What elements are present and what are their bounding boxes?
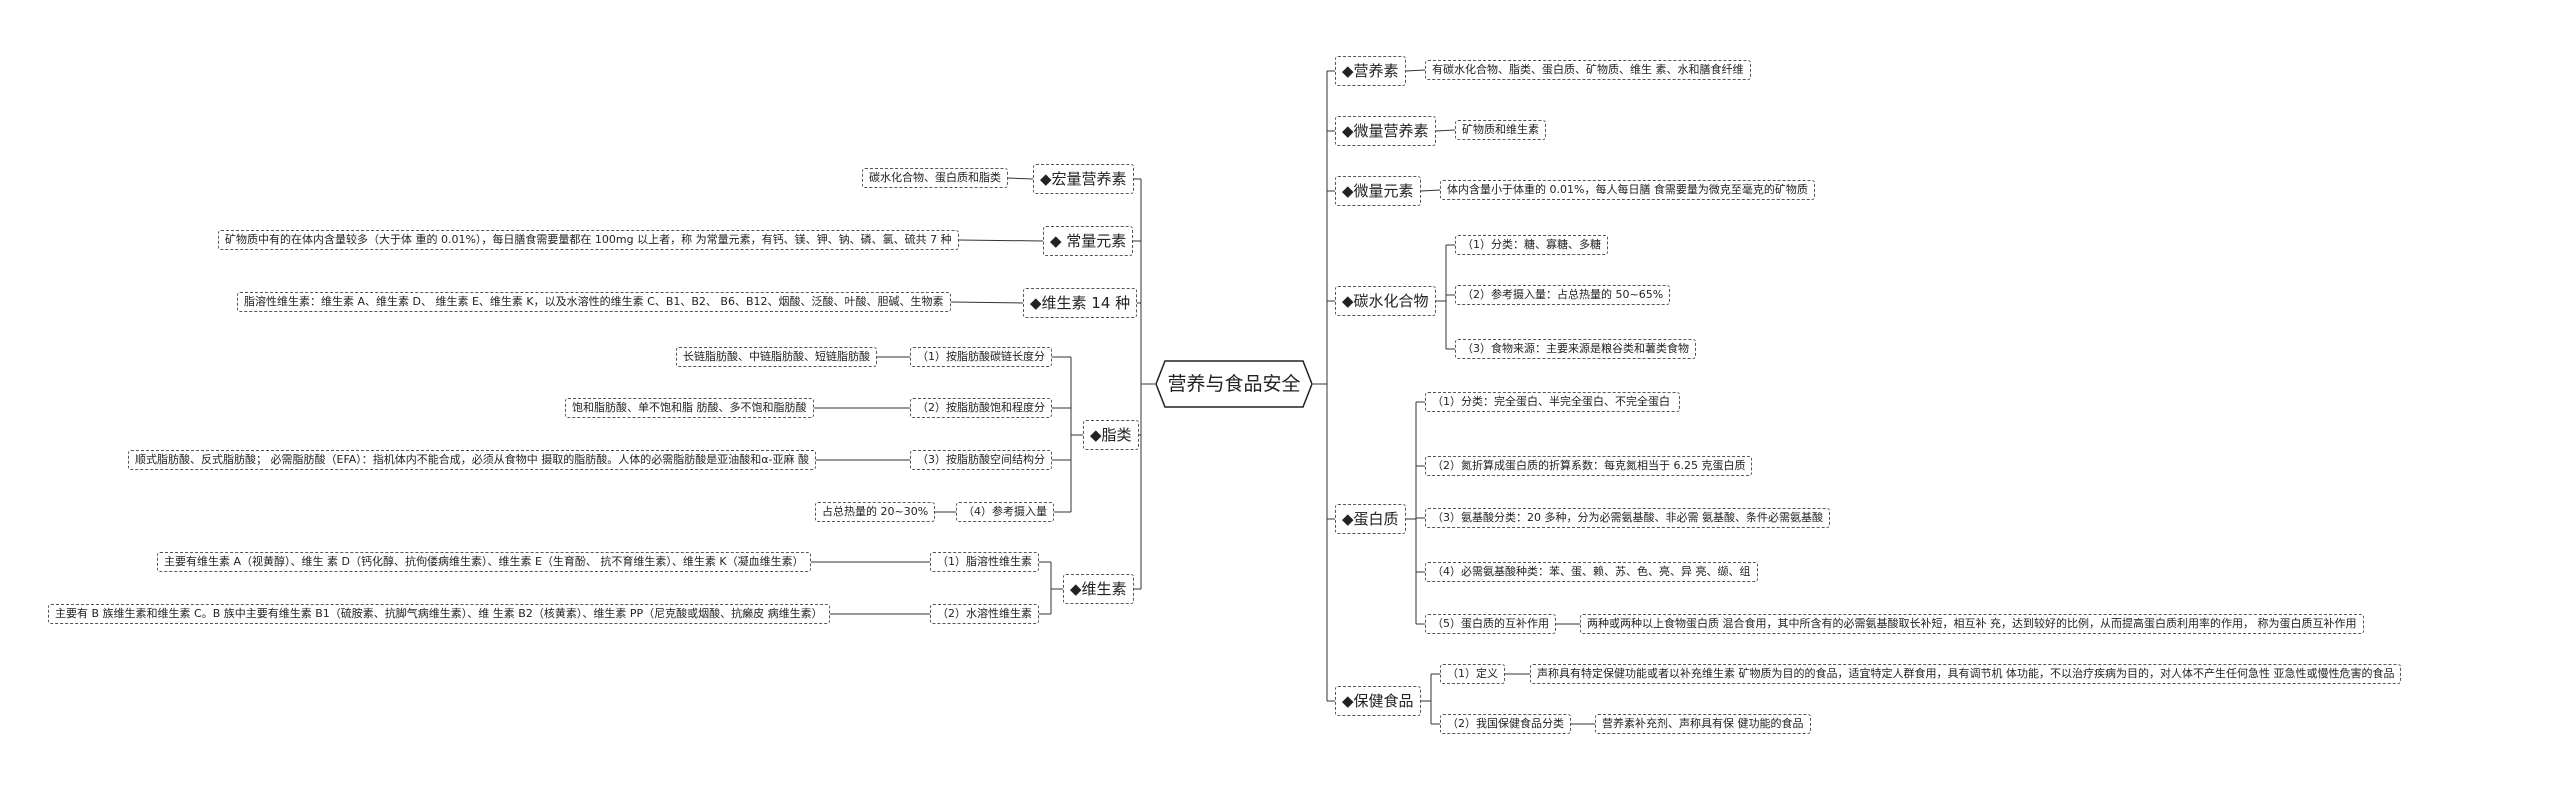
root-topic[interactable]: 营养与食品安全 — [1155, 360, 1313, 408]
connector — [1405, 69, 1426, 72]
topic-lipids[interactable]: ◆脂类 — [1083, 420, 1139, 450]
protein-complementary-detail[interactable]: 两种或两种以上食物蛋白质 混合食用，其中所含有的必需氨基酸取长补短，相互补 充，… — [1580, 614, 2364, 634]
topic-vitamins[interactable]: ◆维生素 — [1063, 574, 1134, 604]
lipids-by-chain-length[interactable]: （1）按脂肪酸碳链长度分 — [910, 347, 1052, 367]
vitamins-fat-soluble[interactable]: （1）脂溶性维生素 — [930, 552, 1039, 572]
protein-nitrogen-factor[interactable]: （2）氮折算成蛋白质的折算系数：每克氮相当于 6.25 克蛋白质 — [1425, 456, 1753, 476]
protein-essential-amino-acids[interactable]: （4）必需氨基酸种类：苯、蛋、赖、苏、色、亮、异 亮、缬、组 — [1425, 562, 1758, 582]
protein-classification[interactable]: （1）分类：完全蛋白、半完全蛋白、不完全蛋白 — [1425, 392, 1680, 412]
vitamins-fat-soluble-detail[interactable]: 主要有维生素 A（视黄醇）、维生 素 D（钙化醇、抗佝偻病维生素）、维生素 E（… — [157, 552, 811, 572]
protein-complementary-action[interactable]: （5）蛋白质的互补作用 — [1425, 614, 1556, 634]
micronutrients-detail[interactable]: 矿物质和维生素 — [1455, 120, 1546, 140]
lipids-intake[interactable]: （4）参考摄入量 — [956, 502, 1054, 522]
lipids-saturation-detail[interactable]: 饱和脂肪酸、单不饱和脂 肪酸、多不饱和脂肪酸 — [565, 398, 814, 418]
trace-elements-detail[interactable]: 体内含量小于体重的 0.01%，每人每日膳 食需要量为微克至毫克的矿物质 — [1440, 180, 1815, 200]
nutrients-detail[interactable]: 有碳水化合物、脂类、蛋白质、矿物质、维生 素、水和膳食纤维 — [1425, 60, 1751, 80]
carbohydrates-intake[interactable]: （2）参考摄入量：占总热量的 50~65% — [1455, 285, 1671, 305]
connector — [1435, 129, 1456, 132]
connector — [958, 239, 1044, 242]
topic-vitamins-14[interactable]: ◆维生素 14 种 — [1023, 288, 1138, 318]
topic-macronutrients[interactable]: ◆宏量营养素 — [1033, 164, 1134, 194]
connector — [950, 301, 1024, 304]
vitamins-water-soluble-detail[interactable]: 主要有 B 族维生素和维生素 C。B 族中主要有维生素 B1（硫胺素、抗脚气病维… — [48, 604, 830, 624]
lipids-structure-detail[interactable]: 顺式脂肪酸、反式脂肪酸； 必需脂肪酸（EFA）：指机体内不能合成，必须从食物中 … — [128, 450, 816, 470]
topic-macro-minerals[interactable]: ◆ 常量元素 — [1043, 226, 1134, 256]
topic-health-food[interactable]: ◆保健食品 — [1335, 686, 1421, 716]
topic-micronutrients[interactable]: ◆微量营养素 — [1335, 116, 1436, 146]
connector — [1007, 177, 1034, 180]
topic-carbohydrates[interactable]: ◆碳水化合物 — [1335, 286, 1436, 316]
carbohydrates-source[interactable]: （3）食物来源：主要来源是粮谷类和薯类食物 — [1455, 339, 1696, 359]
root-label: 营养与食品安全 — [1167, 373, 1301, 395]
macro-minerals-detail[interactable]: 矿物质中有的在体内含量较多（大于体 重的 0.01%），每日膳食需要量都在 10… — [218, 230, 959, 250]
root-hexagon-shape — [1155, 360, 1313, 408]
lipids-chain-length-detail[interactable]: 长链脂肪酸、中链脂肪酸、短链脂肪酸 — [676, 347, 877, 367]
vitamins-water-soluble[interactable]: （2）水溶性维生素 — [930, 604, 1039, 624]
lipids-by-structure[interactable]: （3）按脂肪酸空间结构分 — [910, 450, 1052, 470]
lipids-intake-detail[interactable]: 占总热量的 20~30% — [815, 502, 936, 522]
macronutrients-detail[interactable]: 碳水化合物、蛋白质和脂类 — [862, 168, 1008, 188]
health-food-categories-detail[interactable]: 营养素补充剂、声称具有保 健功能的食品 — [1595, 714, 1811, 734]
topic-protein[interactable]: ◆蛋白质 — [1335, 504, 1406, 534]
topic-nutrients[interactable]: ◆营养素 — [1335, 56, 1406, 86]
protein-amino-acid-classes[interactable]: （3）氨基酸分类：20 多种，分为必需氨基酸、非必需 氨基酸、条件必需氨基酸 — [1425, 508, 1830, 528]
connector — [1420, 189, 1441, 192]
carbohydrates-classification[interactable]: （1）分类：糖、寡糖、多糖 — [1455, 235, 1608, 255]
health-food-definition-detail[interactable]: 声称具有特定保健功能或者以补充维生素 矿物质为目的的食品，适宜特定人群食用，具有… — [1530, 664, 2402, 684]
lipids-by-saturation[interactable]: （2）按脂肪酸饱和程度分 — [910, 398, 1052, 418]
health-food-categories[interactable]: （2）我国保健食品分类 — [1440, 714, 1571, 734]
health-food-definition[interactable]: （1）定义 — [1440, 664, 1505, 684]
vitamins-14-detail[interactable]: 脂溶性维生素：维生素 A、维生素 D、 维生素 E、维生素 K，以及水溶性的维生… — [237, 292, 951, 312]
topic-trace-elements[interactable]: ◆微量元素 — [1335, 176, 1421, 206]
